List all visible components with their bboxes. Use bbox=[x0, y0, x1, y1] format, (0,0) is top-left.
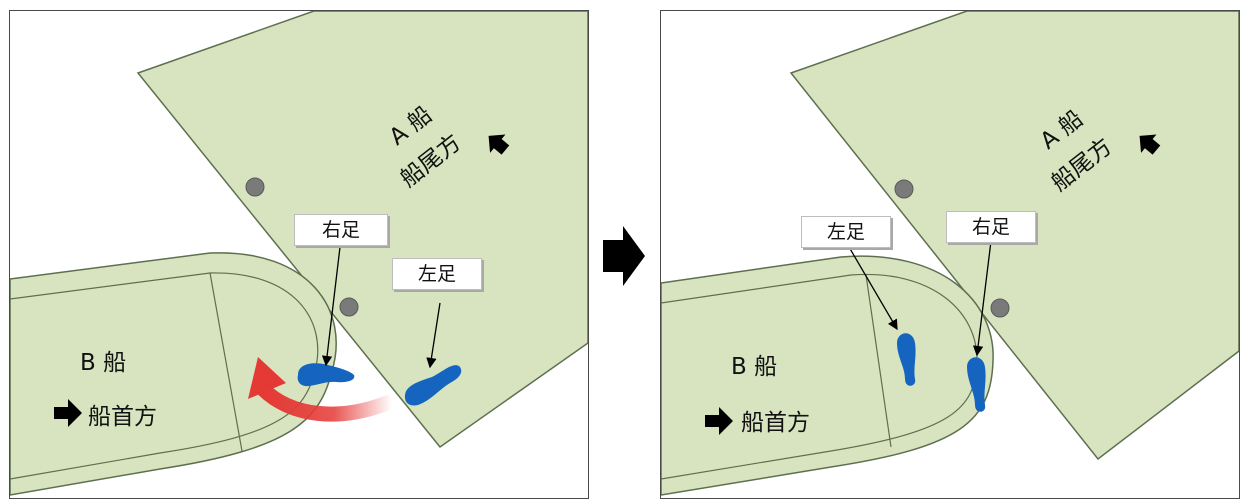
arrow-left-icon bbox=[488, 134, 510, 155]
ship-b-hull bbox=[661, 255, 994, 496]
next-step-arrow-icon bbox=[603, 226, 645, 286]
ship-b-name: B 船 bbox=[731, 354, 778, 380]
arrow-right-icon bbox=[54, 399, 82, 427]
leader-line bbox=[321, 246, 341, 367]
bollard-icon bbox=[245, 177, 265, 197]
bollard-icon bbox=[339, 297, 359, 317]
bollard-icon bbox=[894, 179, 914, 199]
ship-b-divider bbox=[209, 272, 243, 452]
ship-b-direction: 船首方 bbox=[741, 410, 810, 436]
footprint-icon bbox=[297, 363, 355, 387]
ship-b-hull bbox=[10, 252, 337, 496]
ship-b-name: B 船 bbox=[80, 350, 127, 376]
label-right-foot: 右足 bbox=[946, 211, 1036, 243]
motion-arrow-head bbox=[248, 357, 286, 399]
footprint-icon bbox=[404, 365, 462, 406]
motion-arrow bbox=[257, 383, 395, 422]
leader-line bbox=[972, 240, 992, 357]
label-right-foot: 右足 bbox=[294, 214, 388, 246]
footprint-icon bbox=[967, 357, 986, 412]
bollard-icon bbox=[990, 298, 1010, 318]
ship-b-direction: 船首方 bbox=[88, 404, 157, 430]
label-left-foot: 左足 bbox=[392, 258, 482, 290]
ship-b-divider bbox=[865, 274, 892, 448]
scene-before: 右足 左足 A 船 船尾方 B 船 船首方 bbox=[9, 10, 589, 499]
leader-line bbox=[426, 302, 441, 369]
arrow-right-icon bbox=[705, 407, 733, 435]
footprint-icon bbox=[897, 333, 916, 386]
arrow-left-icon bbox=[1139, 134, 1161, 155]
label-left-foot: 左足 bbox=[801, 216, 891, 248]
leader-line bbox=[848, 246, 898, 331]
scene-after: 左足 右足 A 船 船尾方 B 船 船首方 bbox=[660, 10, 1240, 499]
